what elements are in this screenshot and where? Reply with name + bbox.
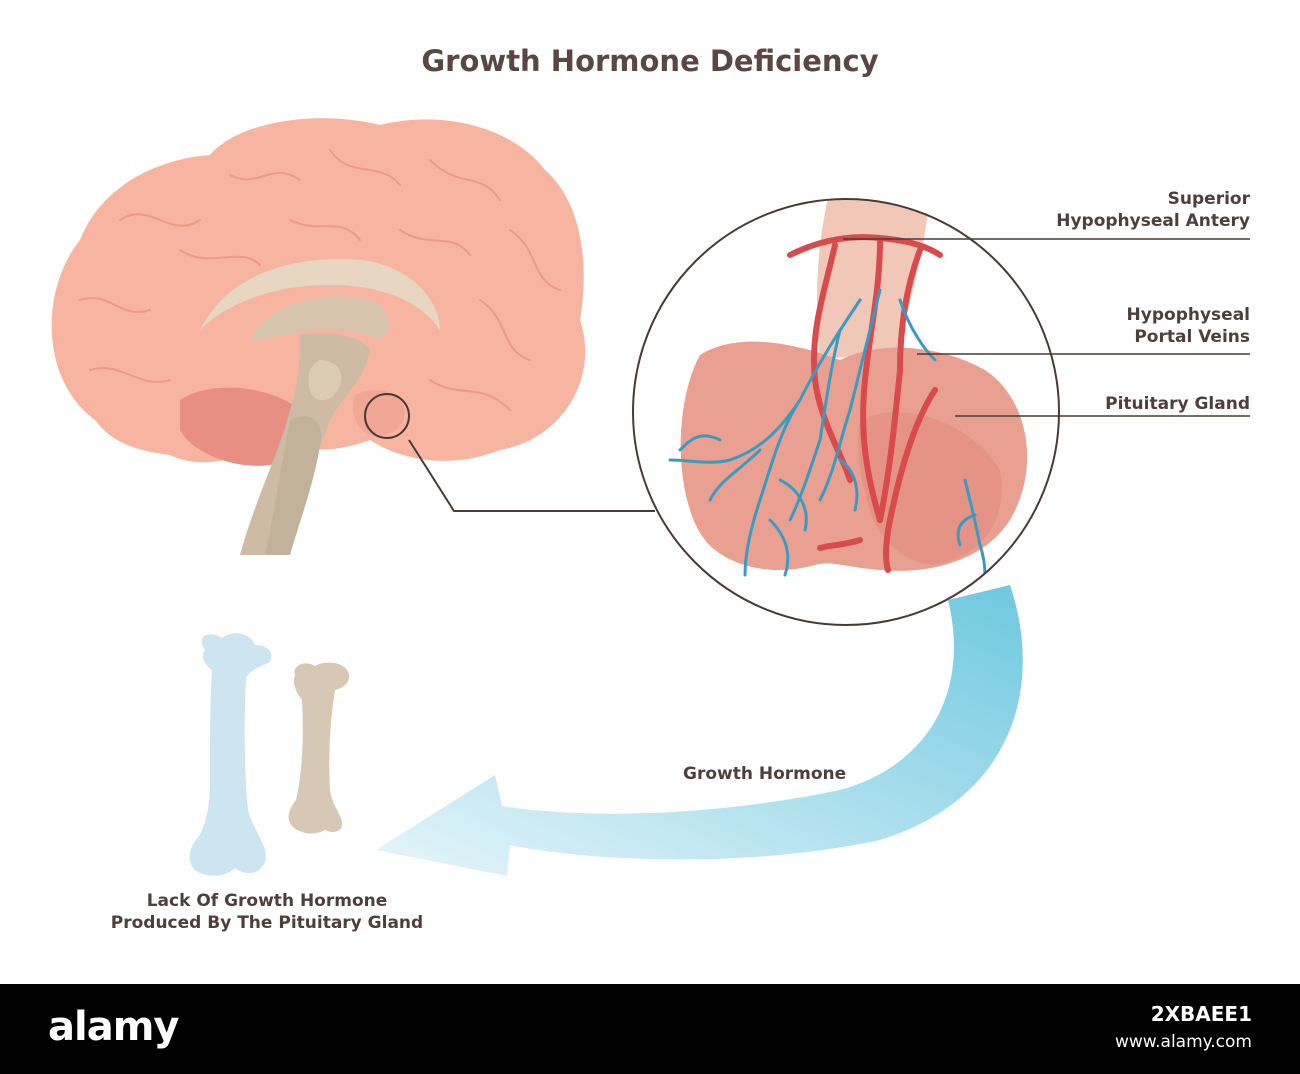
watermark-footer: alamy 2XBAEE1 www.alamy.com — [0, 984, 1300, 1074]
image-id: 2XBAEE1 — [1150, 1002, 1252, 1026]
label-growth-hormone: Growth Hormone — [683, 764, 847, 784]
zoom-circle-small — [364, 393, 410, 439]
brainstem-lower — [265, 416, 321, 555]
brain-cortex — [51, 118, 586, 463]
brain-gyri-lines — [79, 149, 561, 411]
healthy-bone-icon — [189, 633, 272, 876]
alamy-logo: alamy — [48, 1004, 179, 1050]
pituitary-magnified-circle — [632, 198, 1060, 626]
site-url: www.alamy.com — [1114, 1032, 1252, 1052]
hormone-arrow — [376, 585, 1023, 876]
zoom-connector — [408, 439, 655, 512]
corpus-region — [250, 296, 389, 340]
brainstem-highlight — [308, 360, 342, 401]
label-pituitary-gland: Pituitary Gland — [1105, 394, 1250, 414]
label-lack-of-growth-hormone: Lack Of Growth Hormone Produced By The P… — [90, 890, 444, 934]
label-hypophyseal-portal-veins: Hypophyseal Portal Veins — [1010, 304, 1250, 348]
brain-inner-band — [200, 259, 440, 330]
label-lack-line1: Lack Of Growth Hormone — [146, 891, 388, 911]
diagram-title: Growth Hormone Deficiency — [421, 44, 879, 78]
label-superior-hypophyseal-artery: Superior Hypophyseal Antery — [1010, 188, 1250, 232]
label-portal-line1: Hypophyseal — [1126, 305, 1250, 325]
short-bone-icon — [288, 662, 350, 834]
diagram-canvas — [51, 118, 1250, 876]
label-lack-line2: Produced By The Pituitary Gland — [110, 913, 424, 933]
label-superior-line2: Hypophyseal Antery — [1056, 211, 1250, 231]
portal-vein-network — [668, 288, 987, 577]
label-superior-line1: Superior — [1167, 189, 1250, 209]
cerebellum — [180, 387, 309, 466]
footer-meta: 2XBAEE1 www.alamy.com — [1115, 1000, 1252, 1056]
brain-illustration — [51, 118, 586, 555]
label-portal-line2: Portal Veins — [1134, 327, 1250, 347]
